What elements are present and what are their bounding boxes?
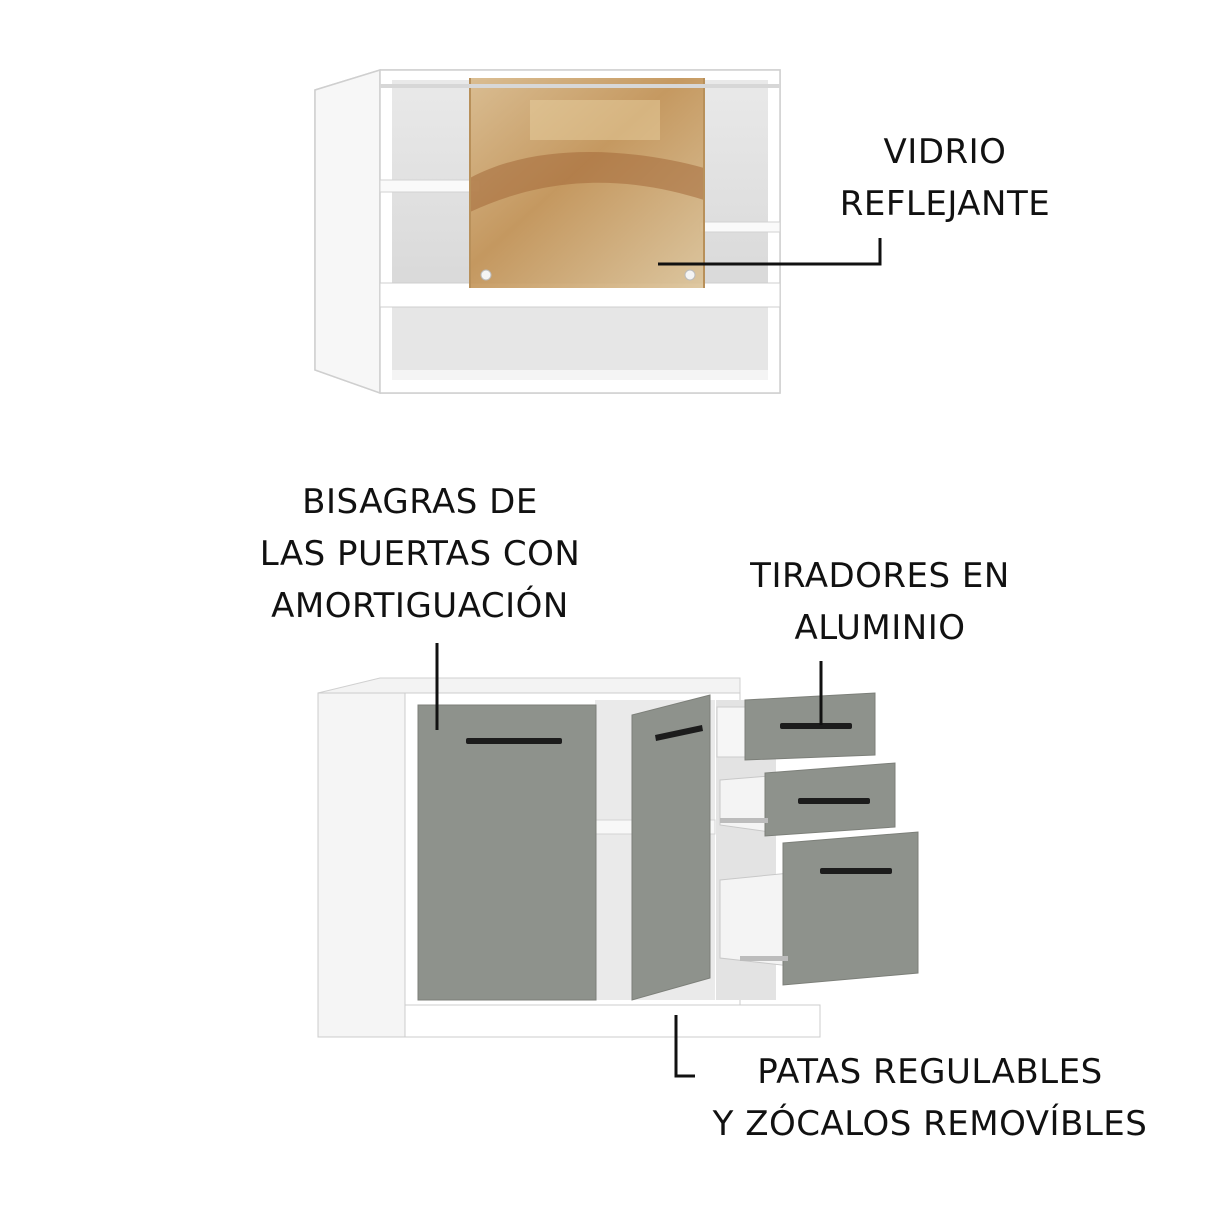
drawer-handle-3 [820, 868, 892, 874]
drawer-middle [719, 762, 896, 837]
reflective-glass-door [469, 78, 705, 288]
drawer-top [716, 692, 876, 761]
feet-callout-line-2: Y ZÓCALOS REMOVÍBLES [712, 1104, 1148, 1144]
handles-callout-line-1: TIRADORES EN [750, 556, 1010, 596]
base-cabinet [317, 677, 919, 1038]
glass-callout-line-1: VIDRIO [883, 132, 1007, 172]
feet-leader-line [674, 1015, 695, 1078]
glass-leader-line [658, 238, 882, 266]
drawer-handle-1 [780, 723, 852, 729]
hinges-callout-line-2: LAS PUERTAS CON [259, 534, 581, 574]
wall-cabinet [314, 68, 781, 395]
feet-callout-line-1: PATAS REGULABLES [757, 1052, 1103, 1092]
open-door [631, 694, 711, 1001]
hinges-callout: BISAGRAS DE LAS PUERTAS CON AMORTIGUACIÓ… [240, 476, 600, 632]
glass-callout: VIDRIO REFLEJANTE [820, 126, 1070, 230]
hinges-callout-line-1: BISAGRAS DE [302, 482, 538, 522]
feet-callout: PATAS REGULABLES Y ZÓCALOS REMOVÍBLES [700, 1046, 1160, 1150]
glass-callout-line-2: REFLEJANTE [839, 184, 1051, 224]
drawer-bottom [719, 831, 919, 986]
left-door [417, 704, 597, 1001]
drawer-handle-2 [798, 798, 870, 804]
door-handle-1 [466, 738, 562, 744]
door-handle-2 [655, 725, 703, 741]
handles-callout: TIRADORES EN ALUMINIO [740, 550, 1020, 654]
handles-callout-line-2: ALUMINIO [794, 608, 966, 648]
hinges-callout-line-3: AMORTIGUACIÓN [271, 586, 569, 626]
